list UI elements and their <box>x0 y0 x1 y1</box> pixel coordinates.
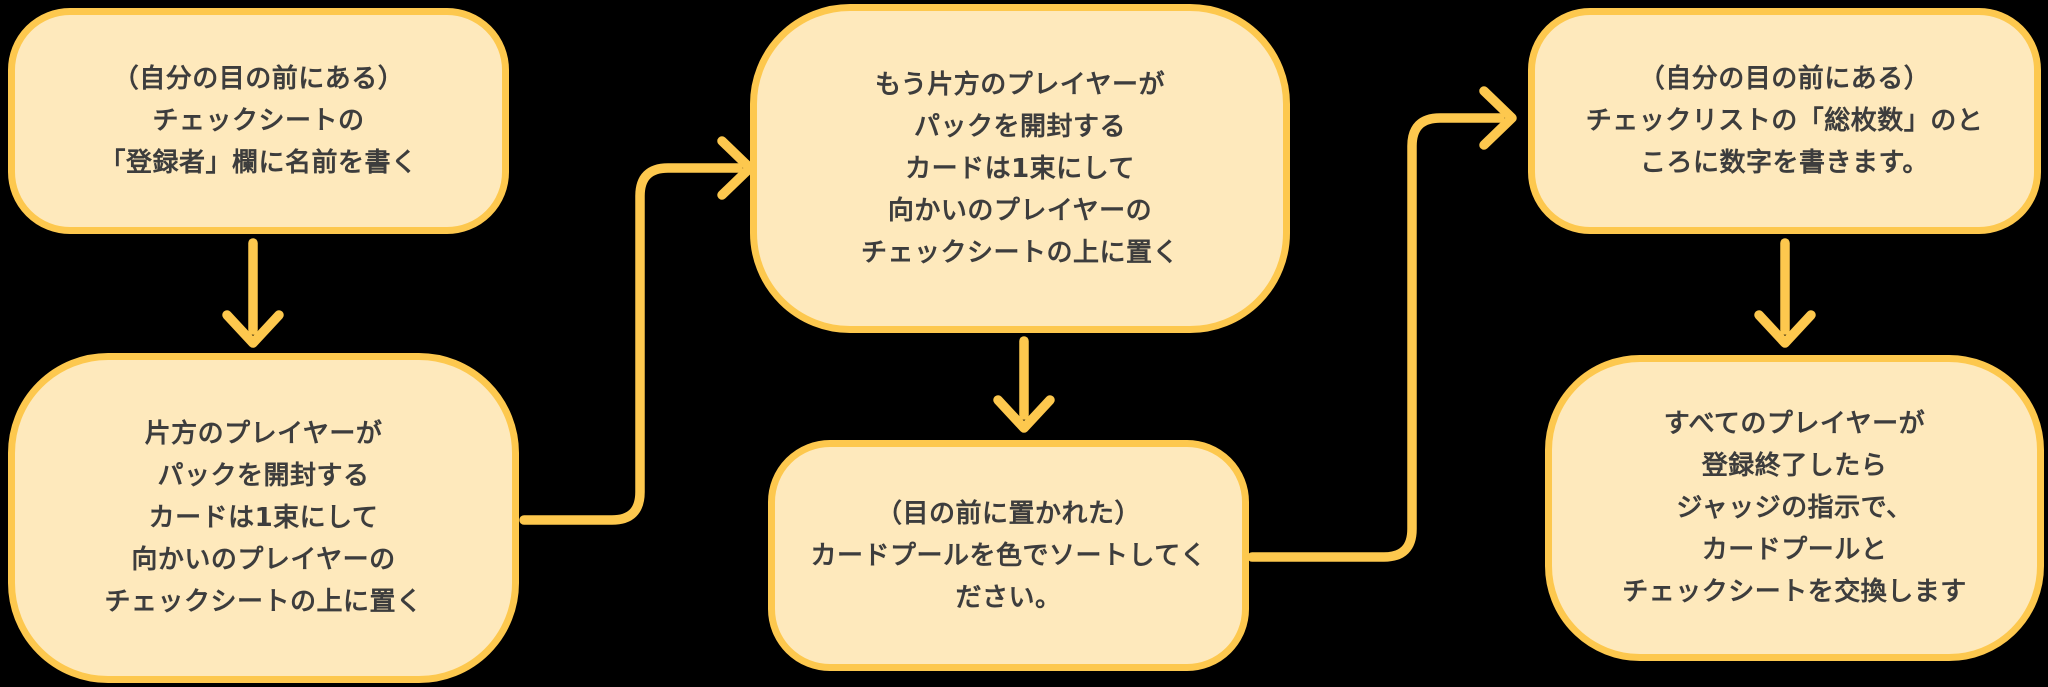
flow-step-1-text: （自分の目の前にある） チェックシートの 「登録者」欄に名前を書く <box>99 64 418 178</box>
arrow-head-icon <box>1479 86 1517 150</box>
flow-step-5-text: （自分の目の前にある） チェックリストの「総枚数」のと ころに数字を書きます。 <box>1585 64 1984 178</box>
connector-line <box>1247 113 1505 562</box>
connector-step2-to-step3 <box>519 136 755 525</box>
flow-step-6-text: すべてのプレイヤーが 登録終了したら ジャッジの指示で、 カードプールと チェッ… <box>1622 409 1967 607</box>
arrow-step5-to-step6 <box>1754 238 1816 348</box>
flow-step-2: 片方のプレイヤーが パックを開封する カードは1束にして 向かいのプレイヤーの … <box>8 353 519 683</box>
connector-step4-to-step5 <box>1247 86 1517 562</box>
flow-step-5: （自分の目の前にある） チェックリストの「総枚数」のと ころに数字を書きます。 <box>1528 8 2041 234</box>
arrow-head-icon <box>222 310 284 348</box>
flow-step-4-text: （目の前に置かれた） カードプールを色でソートしてく ださい。 <box>810 498 1207 613</box>
flow-step-3-text: もう片方のプレイヤーが パックを開封する カードは1束にして 向かいのプレイヤー… <box>860 69 1179 268</box>
flow-step-4: （目の前に置かれた） カードプールを色でソートしてく ださい。 <box>768 440 1249 671</box>
arrow-step3-to-step4 <box>993 336 1055 433</box>
flow-step-2-text: 片方のプレイヤーが パックを開封する カードは1束にして 向かいのプレイヤーの … <box>104 419 423 617</box>
connector-line <box>519 163 743 525</box>
arrow-head-icon <box>1754 310 1816 348</box>
flow-step-1: （自分の目の前にある） チェックシートの 「登録者」欄に名前を書く <box>8 8 509 234</box>
arrow-head-icon <box>993 395 1055 433</box>
arrow-step1-to-step2 <box>222 238 284 348</box>
flow-step-6: すべてのプレイヤーが 登録終了したら ジャッジの指示で、 カードプールと チェッ… <box>1545 355 2044 661</box>
flow-step-3: もう片方のプレイヤーが パックを開封する カードは1束にして 向かいのプレイヤー… <box>750 4 1290 333</box>
